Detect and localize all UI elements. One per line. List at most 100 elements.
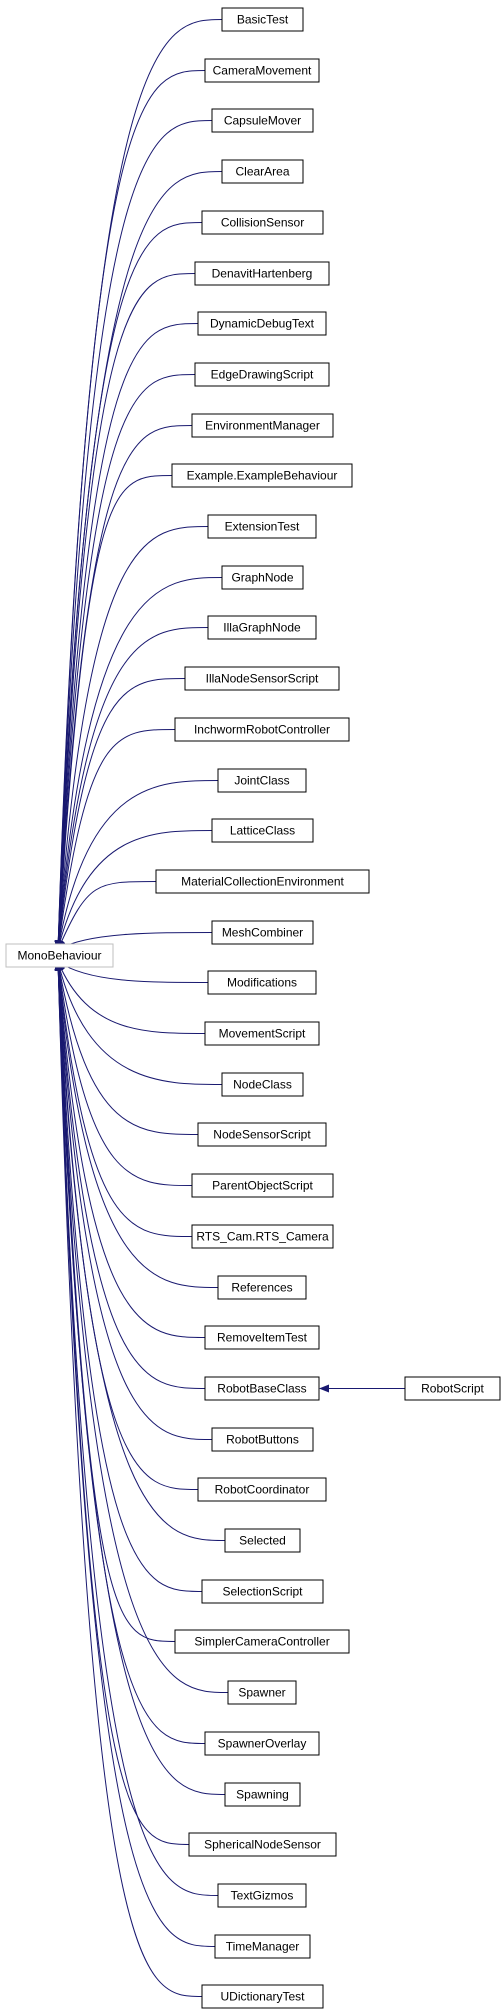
class-node-capsulemover[interactable]: CapsuleMover [211, 108, 314, 133]
class-node-box [207, 615, 317, 640]
inheritance-edge-timemanager [54, 960, 216, 1947]
class-node-label: GraphNode [231, 571, 293, 585]
class-node-label: SelectionScript [222, 1585, 303, 1599]
class-node-meshcombiner[interactable]: MeshCombiner [211, 920, 314, 945]
class-node-cameramovement[interactable]: CameraMovement [204, 58, 320, 83]
class-node-textgizmos[interactable]: TextGizmos [217, 1883, 307, 1908]
class-node-simplercameracontroller[interactable]: SimplerCameraController [174, 1629, 350, 1654]
class-node-label: NodeClass [233, 1078, 292, 1092]
class-node-timemanager[interactable]: TimeManager [214, 1934, 311, 1959]
class-node-label: NodeSensorScript [213, 1128, 311, 1142]
class-node-label: Spawner [238, 1686, 285, 1700]
inheritance-edge-example-examplebehaviour [54, 475, 173, 951]
class-node-label: MonoBehaviour [17, 949, 101, 963]
class-node-udictionarytest[interactable]: UDictionaryTest [201, 1984, 324, 2009]
inheritance-edge-spawner [54, 960, 229, 1693]
class-node-label: EnvironmentManager [205, 419, 320, 433]
class-node-removeitemtest[interactable]: RemoveItemTest [204, 1325, 320, 1350]
class-node-label: ParentObjectScript [212, 1179, 313, 1193]
class-node-sphericalnodesensor[interactable]: SphericalNodeSensor [188, 1832, 337, 1857]
class-node-label: InchwormRobotController [194, 723, 330, 737]
class-node-label: EdgeDrawingScript [211, 368, 314, 382]
class-node-spawner[interactable]: Spawner [227, 1680, 297, 1705]
class-node-box [197, 311, 327, 336]
inheritance-edge-nodeclass [56, 960, 223, 1085]
class-node-label: CameraMovement [213, 64, 312, 78]
inheritance-edge-sphericalnodesensor [54, 960, 190, 1845]
class-node-spawneroverlay[interactable]: SpawnerOverlay [204, 1731, 320, 1756]
class-node-materialcollectionenvironment[interactable]: MaterialCollectionEnvironment [155, 869, 370, 894]
class-node-box [174, 1629, 350, 1654]
class-node-box [201, 210, 324, 235]
inheritance-edge-udictionarytest [54, 960, 203, 1997]
class-node-box [194, 261, 330, 286]
class-node-box [211, 108, 314, 133]
class-node-selectionscript[interactable]: SelectionScript [201, 1579, 324, 1604]
class-node-parentobjectscript[interactable]: ParentObjectScript [191, 1173, 334, 1198]
class-node-collisionsensor[interactable]: CollisionSensor [201, 210, 324, 235]
class-node-illanodesensorscript[interactable]: IllaNodeSensorScript [184, 666, 340, 691]
class-node-spawning[interactable]: Spawning [224, 1782, 301, 1807]
class-node-label: ClearArea [235, 165, 289, 179]
class-node-box [155, 869, 370, 894]
inheritance-edge-edgedrawingscript [54, 374, 196, 951]
class-node-movementscript[interactable]: MovementScript [204, 1021, 320, 1046]
class-node-extensiontest[interactable]: ExtensionTest [207, 514, 317, 539]
class-node-robotcoordinator[interactable]: RobotCoordinator [197, 1477, 327, 1502]
inheritance-edge-nodesensorscript [55, 960, 199, 1135]
class-node-latticeclass[interactable]: LatticeClass [211, 818, 314, 843]
class-node-box [204, 1325, 320, 1350]
class-node-robotbaseclass[interactable]: RobotBaseClass [204, 1376, 320, 1401]
class-node-label: SphericalNodeSensor [204, 1838, 321, 1852]
class-node-graphnode[interactable]: GraphNode [221, 565, 304, 590]
class-node-nodesensorscript[interactable]: NodeSensorScript [197, 1122, 327, 1147]
class-node-edgedrawingscript[interactable]: EdgeDrawingScript [194, 362, 330, 387]
class-node-box [217, 1275, 307, 1300]
class-node-modifications[interactable]: Modifications [207, 970, 317, 995]
class-node-monobehaviour[interactable]: MonoBehaviour [5, 943, 114, 968]
class-node-robotscript[interactable]: RobotScript [404, 1376, 501, 1401]
inheritance-edge-parentobjectscript [55, 960, 193, 1186]
class-node-label: Spawning [236, 1788, 289, 1802]
class-node-box [197, 1477, 327, 1502]
inheritance-edge-selectionscript [54, 960, 203, 1592]
class-node-basictest[interactable]: BasicTest [221, 7, 304, 32]
class-node-inchwormrobotcontroller[interactable]: InchwormRobotController [174, 717, 350, 742]
class-node-environmentmanager[interactable]: EnvironmentManager [191, 413, 334, 438]
class-node-box [211, 818, 314, 843]
class-node-label: References [231, 1281, 292, 1295]
class-node-box [188, 1832, 337, 1857]
class-node-box [171, 463, 353, 488]
inheritance-edge-textgizmos [54, 960, 219, 1896]
class-node-label: DynamicDebugText [210, 317, 315, 331]
inheritance-edge-illanodesensorscript [55, 678, 186, 951]
edges-layer [54, 19, 405, 1997]
class-node-cleararea[interactable]: ClearArea [221, 159, 304, 184]
class-node-label: RemoveItemTest [217, 1331, 308, 1345]
class-node-denavithartenberg[interactable]: DenavitHartenberg [194, 261, 330, 286]
class-node-label: ExtensionTest [225, 520, 300, 534]
class-node-jointclass[interactable]: JointClass [217, 768, 307, 793]
class-node-illagraphnode[interactable]: IllaGraphNode [207, 615, 317, 640]
inheritance-edge-collisionsensor [54, 222, 203, 951]
class-node-box [214, 1934, 311, 1959]
inheritance-edge-denavithartenberg [54, 273, 196, 951]
class-node-label: TimeManager [226, 1940, 300, 1954]
class-node-label: Modifications [227, 976, 297, 990]
class-node-label: RobotBaseClass [217, 1382, 306, 1396]
inheritance-edge-capsulemover [54, 120, 213, 951]
class-node-label: JointClass [234, 774, 289, 788]
class-node-example-examplebehaviour[interactable]: Example.ExampleBehaviour [171, 463, 353, 488]
class-node-label: RTS_Cam.RTS_Camera [196, 1230, 329, 1244]
inheritance-edge-cleararea [54, 171, 223, 951]
inheritance-edge-modifications [57, 960, 209, 983]
class-node-references[interactable]: References [217, 1275, 307, 1300]
class-node-selected[interactable]: Selected [224, 1528, 301, 1553]
class-node-robotbuttons[interactable]: RobotButtons [211, 1427, 314, 1452]
class-node-dynamicdebugtext[interactable]: DynamicDebugText [197, 311, 327, 336]
class-node-nodeclass[interactable]: NodeClass [221, 1072, 304, 1097]
class-node-rts-cam-rts-camera[interactable]: RTS_Cam.RTS_Camera [191, 1224, 334, 1249]
inheritance-edge-robotbuttons [54, 960, 213, 1440]
inheritance-edge-inchwormrobotcontroller [55, 729, 176, 951]
